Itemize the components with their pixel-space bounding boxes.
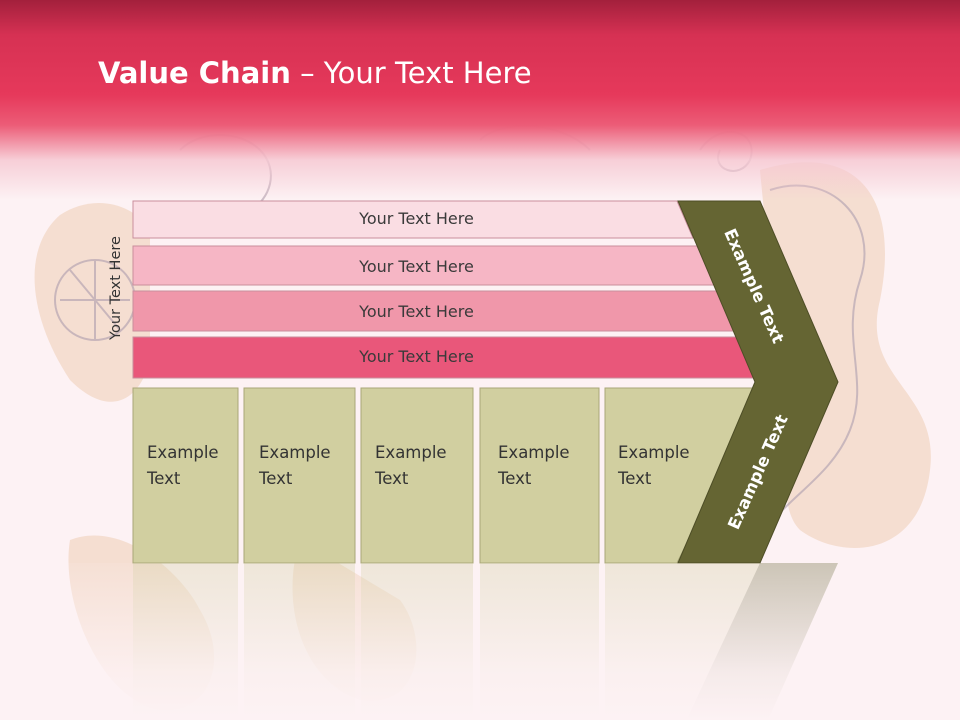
row-label-2: Your Text Here bbox=[359, 257, 474, 276]
row-label-4: Your Text Here bbox=[359, 347, 474, 366]
box-2 bbox=[243, 387, 356, 564]
slide-title: Value Chain – Your Text Here bbox=[98, 56, 532, 90]
row-label-1: Your Text Here bbox=[359, 209, 474, 228]
row-label-3: Your Text Here bbox=[359, 302, 474, 321]
vertical-label: Your Text Here bbox=[108, 236, 124, 340]
header-band bbox=[0, 0, 960, 200]
box-4 bbox=[479, 387, 600, 564]
row-band-1 bbox=[132, 200, 694, 239]
reflection-fade bbox=[0, 563, 960, 720]
chevron-arrow bbox=[677, 200, 839, 564]
box-1 bbox=[132, 387, 239, 564]
